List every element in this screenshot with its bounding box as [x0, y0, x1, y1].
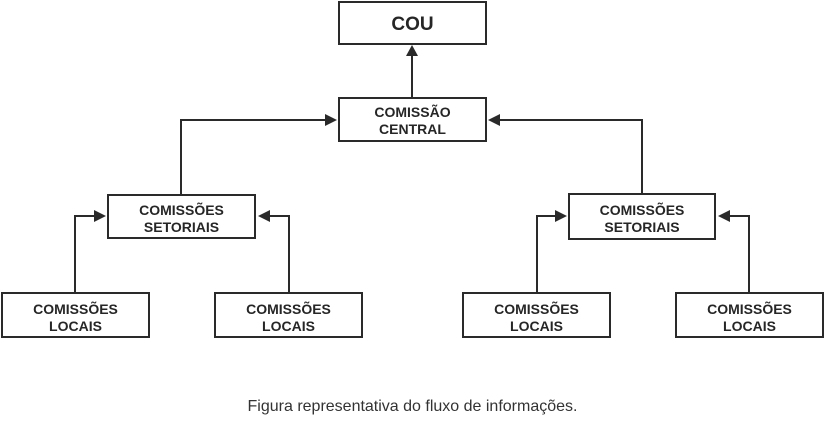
node-setorial-right-label-line-2: SETORIAIS [604, 219, 679, 235]
arrowhead-into-central-right [488, 114, 500, 126]
node-local-2-label-line-2: LOCAIS [262, 318, 315, 334]
node-comissoes-locais-1: COMISSÕES LOCAIS [1, 292, 150, 338]
node-central-label-line-2: CENTRAL [379, 121, 446, 137]
node-comissoes-locais-4: COMISSÕES LOCAIS [675, 292, 824, 338]
node-local-1-label-line-1: COMISSÕES [33, 300, 118, 317]
node-comissoes-setoriais-left: COMISSÕES SETORIAIS [107, 194, 256, 239]
node-local-3-label-line-1: COMISSÕES [494, 300, 579, 317]
node-cou: COU [338, 1, 487, 45]
node-local-4-label-line-2: LOCAIS [723, 318, 776, 334]
node-local-1-label-line-2: LOCAIS [49, 318, 102, 334]
edge-local-3-to-setorial-right [536, 215, 555, 293]
node-comissao-central: COMISSÃO CENTRAL [338, 97, 487, 142]
arrowhead-into-cou [406, 45, 418, 56]
node-local-2-label-line-1: COMISSÕES [246, 300, 331, 317]
edge-local-1-to-setorial-left [74, 215, 94, 293]
edge-local-4-to-setorial-right [730, 215, 750, 293]
node-comissoes-locais-3: COMISSÕES LOCAIS [462, 292, 611, 338]
node-local-4-label-line-1: COMISSÕES [707, 300, 792, 317]
edge-setorial-right-to-central [500, 119, 643, 194]
node-comissoes-setoriais-right: COMISSÕES SETORIAIS [568, 193, 716, 240]
node-setorial-left-label-line-1: COMISSÕES [139, 201, 224, 218]
arrowhead-into-central-left [325, 114, 337, 126]
node-setorial-right-label-line-1: COMISSÕES [600, 201, 685, 218]
edge-local-2-to-setorial-left [270, 215, 290, 293]
node-cou-label: COU [391, 14, 433, 35]
edge-setorial-left-to-central [180, 119, 325, 195]
node-comissoes-locais-2: COMISSÕES LOCAIS [214, 292, 363, 338]
arrowhead-into-setorial-left-from-left [94, 210, 106, 222]
arrowhead-into-setorial-right-from-right [718, 210, 730, 222]
node-central-label-line-1: COMISSÃO [374, 103, 450, 120]
figure-caption: Figura representativa do fluxo de inform… [247, 398, 578, 415]
node-local-3-label-line-2: LOCAIS [510, 318, 563, 334]
connectors [74, 45, 750, 293]
arrowhead-into-setorial-right-from-left [555, 210, 567, 222]
arrowhead-into-setorial-left-from-right [258, 210, 270, 222]
node-setorial-left-label-line-2: SETORIAIS [144, 219, 219, 235]
